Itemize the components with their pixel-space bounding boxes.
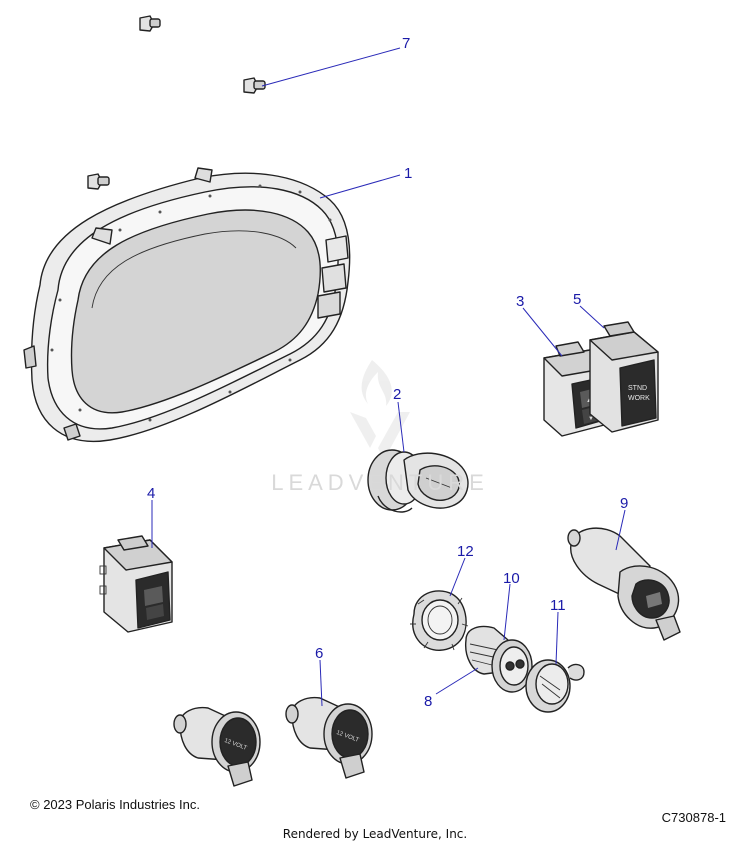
svg-text:▲: ▲ bbox=[586, 398, 592, 404]
usb-socket-part-9[interactable] bbox=[567, 527, 681, 641]
leader-7 bbox=[261, 47, 401, 87]
rendered-by-text: Rendered by LeadVenture, Inc. bbox=[282, 827, 468, 841]
socket-bezel-part-10[interactable] bbox=[491, 639, 533, 693]
rocker-switch-part-5[interactable]: STND WORK bbox=[589, 321, 659, 433]
leader-10 bbox=[503, 583, 511, 641]
instrument-cluster-part-1[interactable] bbox=[23, 167, 351, 442]
callout-10[interactable]: 10 bbox=[503, 570, 520, 587]
leader-12 bbox=[449, 557, 466, 597]
socket-cap-part-11[interactable] bbox=[525, 659, 585, 713]
callout-2[interactable]: 2 bbox=[393, 386, 401, 403]
callouts: 7 1 3 5 2 4 9 12 10 11 8 6 bbox=[147, 35, 628, 710]
copyright-text: © 2023 Polaris Industries Inc. bbox=[30, 797, 200, 812]
leader-5 bbox=[579, 305, 605, 329]
callout-4[interactable]: 4 bbox=[147, 485, 155, 502]
callout-1[interactable]: 1 bbox=[404, 165, 412, 182]
watermark-brand-text: LEADVENTURE bbox=[271, 470, 489, 495]
leader-3 bbox=[522, 307, 563, 357]
retaining-nut-part-12[interactable] bbox=[410, 590, 469, 651]
key-switch-part-2[interactable] bbox=[367, 449, 469, 513]
leader-lines bbox=[151, 47, 626, 707]
callout-12[interactable]: 12 bbox=[457, 543, 474, 560]
screw-part-7[interactable] bbox=[243, 77, 266, 94]
callout-6[interactable]: 6 bbox=[315, 645, 323, 662]
leader-11 bbox=[555, 611, 559, 665]
callout-8[interactable]: 8 bbox=[424, 693, 432, 710]
svg-text:▼: ▼ bbox=[588, 416, 594, 422]
callout-3[interactable]: 3 bbox=[516, 293, 524, 310]
leader-8 bbox=[435, 667, 479, 695]
screw-part-7-top[interactable] bbox=[139, 15, 161, 32]
leader-1 bbox=[319, 174, 401, 199]
work-label: WORK bbox=[628, 395, 650, 402]
callout-11[interactable]: 11 bbox=[550, 597, 566, 614]
callout-7[interactable]: 7 bbox=[402, 35, 410, 52]
leader-9 bbox=[615, 509, 626, 551]
rocker-switch-part-4[interactable] bbox=[99, 535, 173, 633]
callout-5[interactable]: 5 bbox=[573, 291, 581, 308]
stnd-label: STND bbox=[628, 385, 647, 392]
callout-9[interactable]: 9 bbox=[620, 495, 628, 512]
watermark-logo-icon bbox=[350, 360, 410, 460]
power-socket-part-6[interactable]: 12 VOLT bbox=[285, 696, 373, 779]
diagram-id: C730878-1 bbox=[661, 810, 726, 825]
leader-6 bbox=[319, 659, 323, 707]
screw-part-7-left[interactable] bbox=[87, 173, 110, 190]
leader-2 bbox=[397, 401, 405, 453]
power-socket-part-6-left[interactable]: 12 VOLT bbox=[173, 706, 261, 787]
